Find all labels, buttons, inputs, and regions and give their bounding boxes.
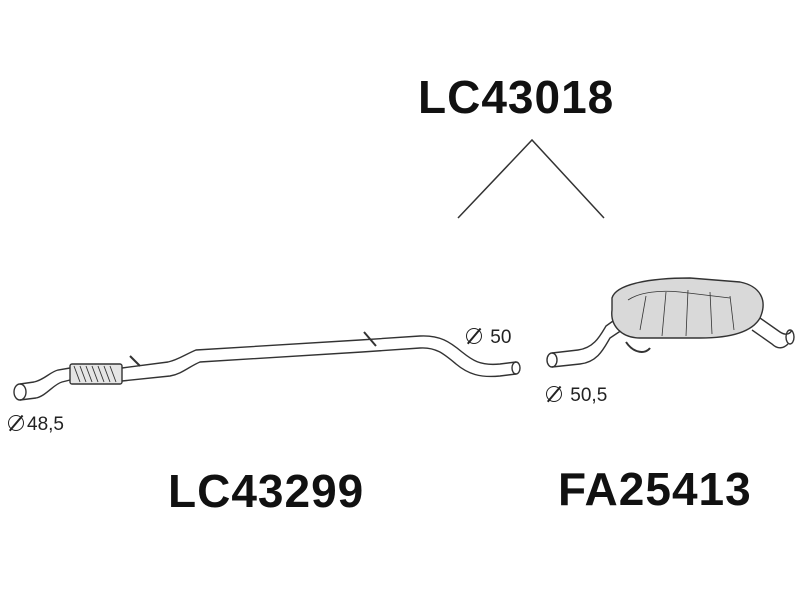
rear-muffler bbox=[546, 277, 795, 368]
front-pipe-inlet-diameter: 48,5 bbox=[8, 415, 64, 434]
front-pipe-part-number: LC43299 bbox=[168, 465, 365, 517]
front-pipe-outlet-diameter: 50 bbox=[466, 328, 511, 347]
rear-muffler-inlet bbox=[546, 352, 558, 368]
diameter-icon bbox=[466, 328, 482, 344]
rear-muffler-part-number: FA25413 bbox=[558, 463, 752, 515]
front-pipe-inlet bbox=[13, 383, 27, 401]
rear-muffler-inlet-value: 50,5 bbox=[570, 385, 608, 406]
rear-muffler-inlet-diameter: 50,5 bbox=[546, 386, 607, 405]
front-pipe-outlet bbox=[511, 361, 521, 375]
assembly-bracket bbox=[457, 138, 605, 219]
assembly-part-number: LC43018 bbox=[418, 71, 615, 123]
front-pipe bbox=[13, 331, 521, 401]
front-pipe-inlet-value: 48,5 bbox=[27, 414, 64, 435]
diameter-icon bbox=[546, 386, 562, 402]
diameter-icon bbox=[8, 415, 24, 431]
flex-section bbox=[69, 363, 123, 385]
front-pipe-outlet-value: 50 bbox=[490, 327, 512, 348]
